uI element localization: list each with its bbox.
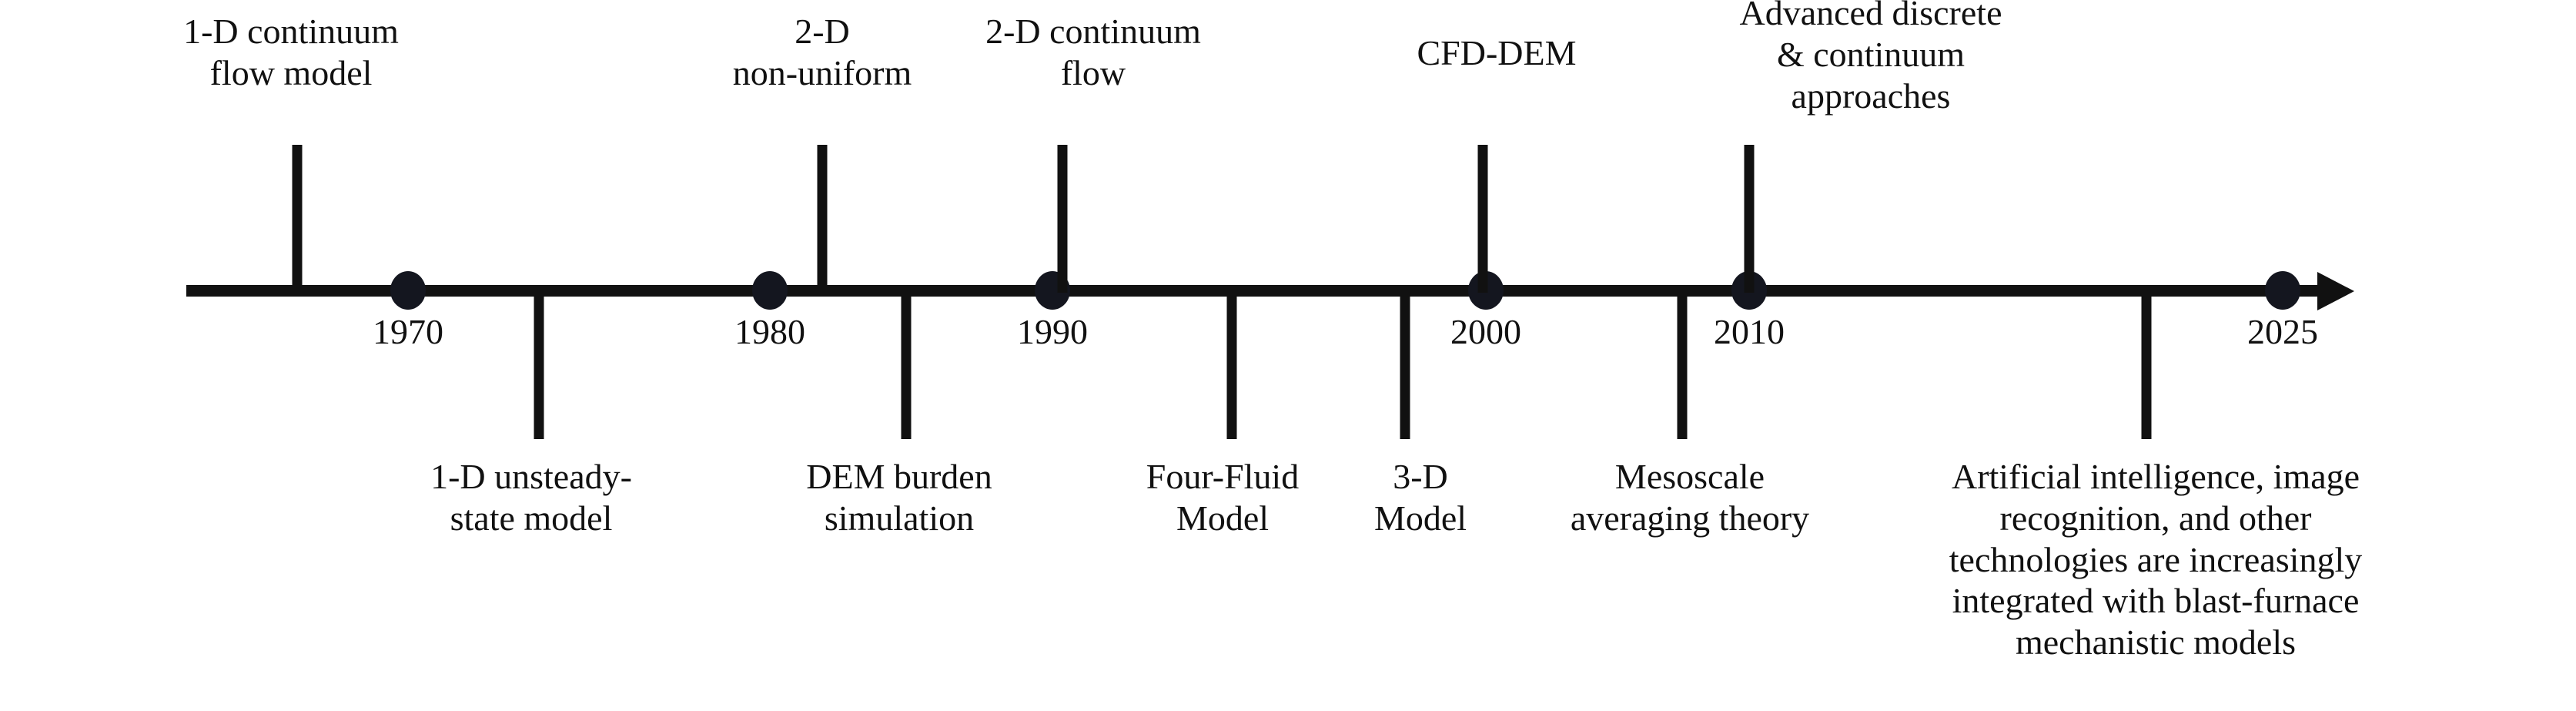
year-label: 1990	[1017, 312, 1088, 351]
event-stem	[817, 145, 828, 293]
event-stem	[901, 291, 912, 439]
event-label: 1-D unsteady- state model	[430, 457, 632, 538]
event-stem	[534, 291, 544, 439]
event-label: Artificial intelligence, image recogniti…	[1949, 457, 2363, 662]
year-label: 1980	[734, 312, 805, 351]
event-stem	[1400, 291, 1410, 439]
event-label: 2-D continuum flow	[985, 12, 1201, 92]
event-stem	[1057, 145, 1068, 293]
year-label: 2000	[1450, 312, 1521, 351]
year-label: 1970	[373, 312, 443, 351]
year-label: 2025	[2247, 312, 2318, 351]
timeline-axis-line	[186, 285, 2334, 297]
event-stem	[1677, 291, 1688, 439]
event-label: 1-D continuum flow model	[183, 12, 399, 92]
year-label: 2010	[1714, 312, 1785, 351]
event-label: Mesoscale averaging theory	[1570, 457, 1810, 538]
event-stem	[292, 145, 303, 293]
timeline-arrow-icon	[2317, 272, 2354, 310]
event-stem	[2141, 291, 2152, 439]
event-label: CFD-DEM	[1417, 33, 1577, 72]
event-label: Four-Fluid Model	[1146, 457, 1300, 538]
event-label: Advanced discrete & continuum approaches	[1739, 0, 2002, 116]
event-stem	[1744, 145, 1755, 293]
year-marker-dot	[752, 271, 788, 310]
event-stem	[1477, 145, 1488, 293]
event-stem	[1226, 291, 1237, 439]
event-label: DEM burden simulation	[806, 457, 992, 538]
year-marker-dot	[390, 271, 426, 310]
event-label: 2-D non-uniform	[732, 12, 912, 92]
year-marker-dot	[2265, 271, 2300, 310]
event-label: 3-D Model	[1373, 457, 1467, 538]
